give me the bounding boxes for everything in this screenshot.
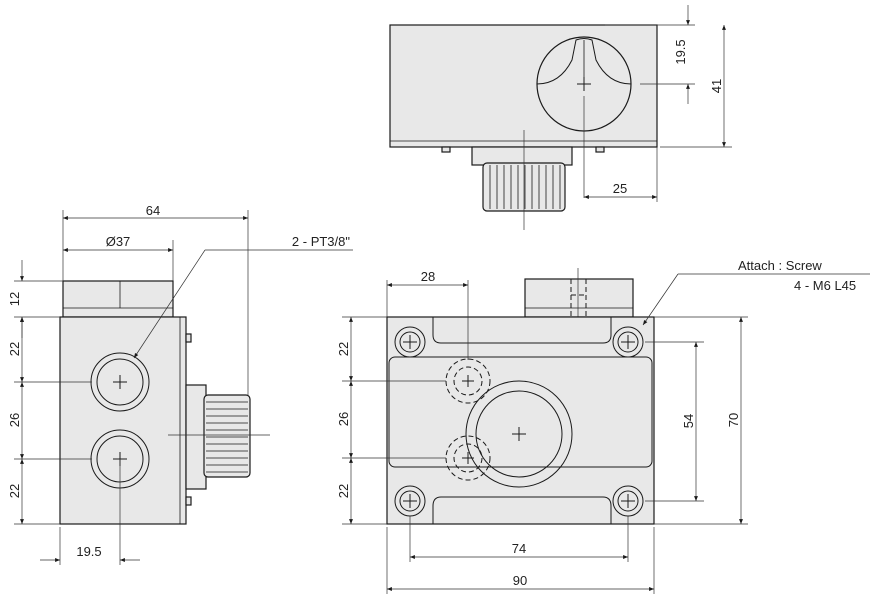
front-top-block <box>524 278 634 318</box>
side-body <box>59 316 187 525</box>
screw-bottom-left <box>394 485 426 517</box>
top-view-tab-left <box>441 146 451 153</box>
top-knob-knurling <box>489 165 561 209</box>
side-tab-bottom <box>185 496 192 506</box>
front-hidden-port-top-inner <box>453 366 483 396</box>
top-view-tab-right <box>595 146 605 153</box>
attach-leader-line <box>642 273 679 326</box>
top-dim-19-5-label: 19.5 <box>673 39 688 64</box>
front-hidden-port-bottom-inner <box>453 443 483 473</box>
side-dim-37-label: Ø37 <box>106 234 131 249</box>
top-dim-41-label: 41 <box>709 79 724 93</box>
front-dim-74-label: 74 <box>512 541 526 556</box>
front-dim-54-label: 54 <box>681 414 696 428</box>
side-dim-22-top-label: 22 <box>7 342 22 356</box>
front-dim-90-label: 90 <box>513 573 527 588</box>
side-dim-64-label: 64 <box>146 203 160 218</box>
front-body-top-recess <box>432 317 612 344</box>
front-body <box>386 316 655 525</box>
front-body-bottom-recess <box>432 496 612 524</box>
side-view: 64 Ø37 2 - PT3/8" 12 22 26 22 19.5 <box>7 203 353 565</box>
top-dim-25-label: 25 <box>613 181 627 196</box>
side-dim-22-bottom-label: 22 <box>7 484 22 498</box>
top-knob-collar <box>471 146 573 166</box>
side-tab-top <box>185 333 192 343</box>
front-dim-26-label: 26 <box>336 412 351 426</box>
screw-bottom-right <box>612 485 644 517</box>
lever-handle <box>536 38 632 85</box>
top-view: 19.5 41 25 <box>389 5 732 230</box>
side-knob <box>203 394 251 478</box>
front-valve-boss-inner <box>475 390 563 478</box>
front-dim-70-label: 70 <box>726 413 741 427</box>
side-knob-collar <box>185 384 207 490</box>
side-dim-12-label: 12 <box>7 292 22 306</box>
side-port-top-inner <box>96 358 144 406</box>
front-dim-22-bottom-label: 22 <box>336 484 351 498</box>
side-top-block <box>62 280 174 318</box>
front-dim-22-top-label: 22 <box>336 342 351 356</box>
front-valve-boss-outer <box>465 380 573 488</box>
attach-note-line2: 4 - M6 L45 <box>794 278 856 293</box>
front-body-inner-panel <box>388 356 653 468</box>
port-leader-line <box>133 249 206 359</box>
attach-note-line1: Attach : Screw <box>738 258 822 273</box>
side-dim-26-label: 26 <box>7 413 22 427</box>
screw-top-left <box>394 326 426 358</box>
side-dim-19-5-label: 19.5 <box>76 544 101 559</box>
front-view: Attach : Screw 4 - M6 L45 28 22 26 22 54… <box>336 258 870 594</box>
port-note-label: 2 - PT3/8" <box>292 234 350 249</box>
side-knob-knurling <box>206 401 248 473</box>
screw-top-right <box>612 326 644 358</box>
front-dim-28-label: 28 <box>421 269 435 284</box>
